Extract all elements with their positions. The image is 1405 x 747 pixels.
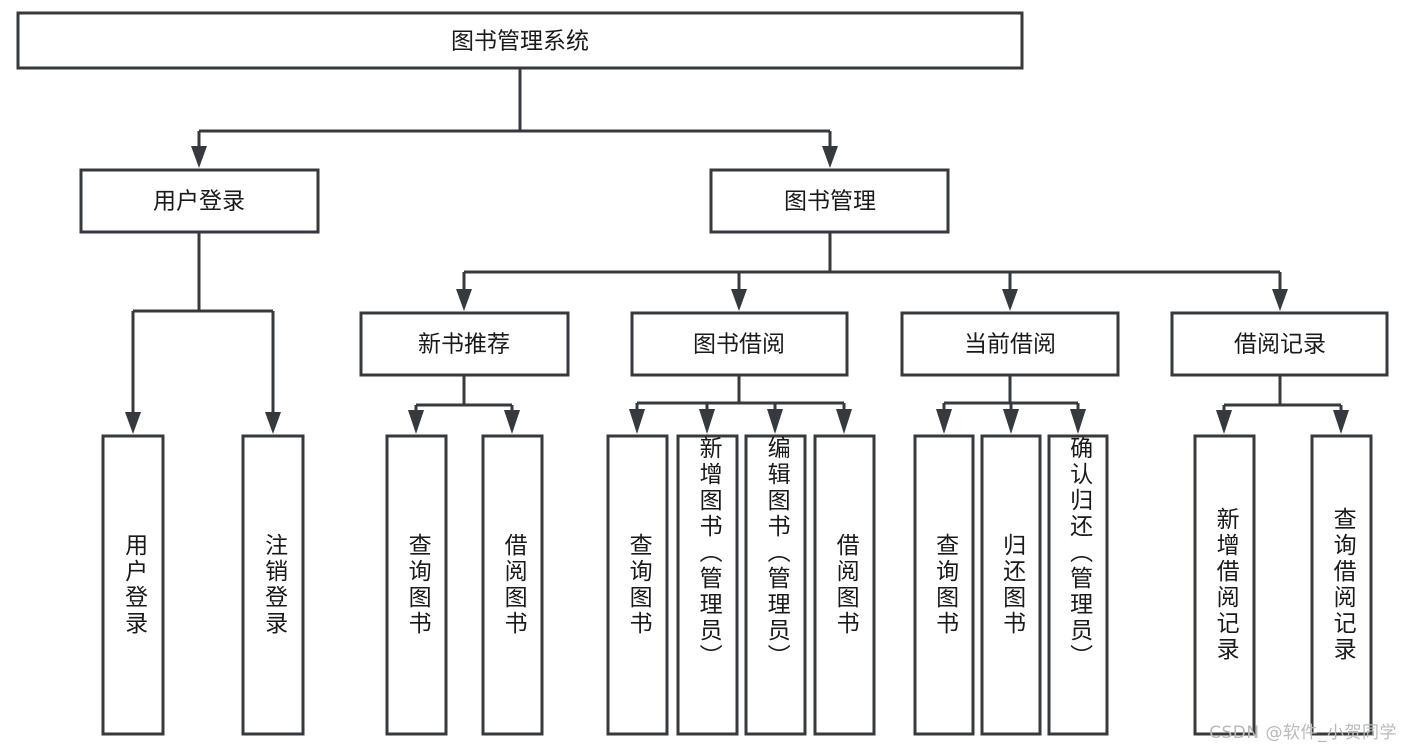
arrow-head-leaf-user-login — [125, 412, 141, 434]
node-book-manage-box[interactable] — [709, 168, 950, 234]
node-leaf-user-login-box[interactable] — [101, 434, 165, 736]
node-leaf-confirm-return-box[interactable] — [1047, 434, 1109, 736]
arrow-head-leaf-query-book-1 — [408, 410, 424, 434]
arrow-head-leaf-add-record — [1216, 410, 1232, 434]
node-root-box[interactable] — [16, 11, 1024, 70]
arrow-head-userlogin — [191, 146, 207, 168]
node-leaf-add-book-box[interactable] — [676, 434, 739, 736]
node-leaf-query-book-3-box[interactable] — [913, 434, 975, 736]
arrow-head-new-book-rec — [456, 289, 472, 311]
connector-group-borrowrecord — [1216, 375, 1349, 434]
node-new-book-rec[interactable]: 新书推荐 — [359, 311, 570, 377]
node-borrow-record-label: 借阅记录 — [1234, 332, 1326, 358]
connector-group-newbookrec — [408, 375, 520, 434]
arrow-head-bookmanage — [822, 146, 838, 168]
node-current-borrow-box[interactable] — [900, 311, 1120, 377]
node-leaf-add-record-box[interactable] — [1193, 434, 1256, 736]
node-leaf-edit-book-box[interactable] — [744, 434, 807, 736]
arrow-head-borrow-record — [1272, 289, 1288, 311]
connector-group-bookborrow — [629, 375, 852, 434]
node-book-manage[interactable]: 图书管理 — [709, 168, 950, 234]
node-borrow-record-box[interactable] — [1170, 311, 1389, 377]
arrow-head-leaf-add-book — [699, 409, 715, 434]
connector-group-root — [191, 68, 838, 168]
connector-group-bookmanage — [456, 232, 1288, 311]
node-leaf-query-book-1-box[interactable] — [385, 434, 448, 736]
connector-group-userlogin — [125, 232, 281, 434]
node-user-login[interactable]: 用户登录 — [79, 168, 320, 234]
node-book-borrow-box[interactable] — [630, 311, 849, 377]
node-root-label: 图书管理系统 — [451, 29, 589, 55]
node-borrow-record[interactable]: 借阅记录 — [1170, 311, 1389, 377]
node-current-borrow[interactable]: 当前借阅 — [900, 311, 1120, 377]
node-leaf-query-record-box[interactable] — [1310, 434, 1373, 736]
arrow-head-leaf-borrow-book-1 — [504, 410, 520, 434]
node-current-borrow-label: 当前借阅 — [964, 332, 1056, 358]
node-book-borrow-label: 图书借阅 — [693, 332, 785, 358]
arrow-head-leaf-query-book-2 — [629, 409, 645, 434]
arrow-head-leaf-query-record — [1333, 410, 1349, 434]
node-new-book-rec-label: 新书推荐 — [418, 332, 510, 358]
node-root[interactable]: 图书管理系统 — [16, 11, 1024, 70]
connector-group-currentborrow — [936, 375, 1086, 434]
arrow-head-leaf-edit-book — [767, 409, 783, 434]
node-leaf-query-book-2-box[interactable] — [606, 434, 669, 736]
node-leaf-borrow-book-2-box[interactable] — [813, 434, 876, 736]
node-book-manage-label: 图书管理 — [784, 189, 876, 215]
node-leaf-borrow-book-1-box[interactable] — [481, 434, 544, 736]
node-user-login-label: 用户登录 — [153, 189, 245, 215]
arrow-head-book-borrow — [731, 289, 747, 311]
arrow-head-leaf-logout — [265, 412, 281, 434]
node-leaf-return-book-box[interactable] — [980, 434, 1042, 736]
node-leaf-logout-box[interactable] — [241, 434, 305, 736]
arrow-head-leaf-borrow-book-2 — [836, 409, 852, 434]
node-user-login-box[interactable] — [79, 168, 320, 234]
node-book-borrow[interactable]: 图书借阅 — [630, 311, 849, 377]
arrow-head-current-borrow — [1002, 289, 1018, 311]
arrow-head-leaf-query-book-3 — [936, 409, 952, 434]
csdn-watermark: CSDN @软件_小贺同学 — [1209, 723, 1397, 743]
arrow-head-leaf-confirm-return — [1070, 409, 1086, 434]
node-new-book-rec-box[interactable] — [359, 311, 570, 377]
arrow-head-leaf-return-book — [1003, 409, 1019, 434]
